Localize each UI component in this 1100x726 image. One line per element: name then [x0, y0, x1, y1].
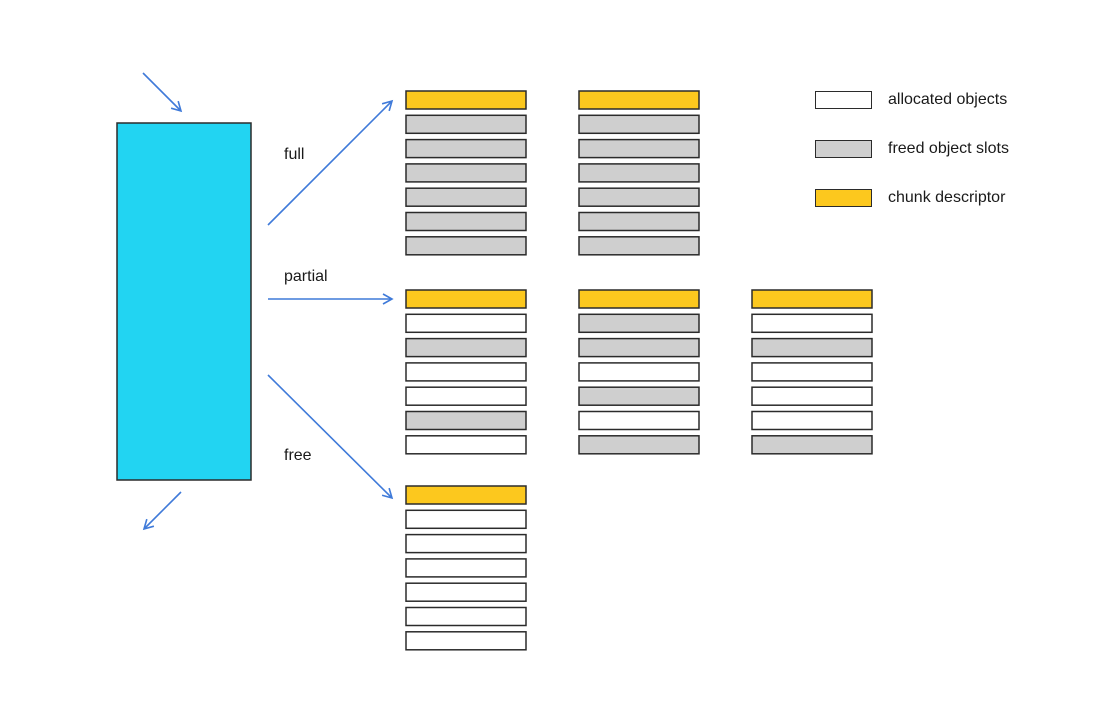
allocated-object-slot [751, 386, 873, 406]
full-chunk-2 [578, 90, 700, 256]
chunk-descriptor [405, 289, 527, 309]
freed-object-slot [578, 337, 700, 358]
chunk-descriptor [405, 485, 527, 505]
chunk-descriptor [578, 289, 700, 309]
freed-object-slot [578, 313, 700, 334]
partial-list-label: partial [284, 268, 328, 285]
freed-object-slot [405, 410, 527, 431]
partial-chunk-1 [405, 289, 527, 455]
chunk-descriptor [751, 289, 873, 309]
freed-object-slot [578, 138, 700, 159]
legend-descriptor-swatch [815, 189, 872, 207]
freed-object-slot [405, 211, 527, 232]
partial-chunk-2 [578, 289, 700, 455]
legend-allocated-label: allocated objects [888, 91, 1008, 108]
free-list-label: free [284, 447, 312, 464]
freed-object-slot [578, 114, 700, 135]
full-list-label: full [284, 146, 305, 163]
incoming-arrow [142, 72, 183, 113]
legend-freed-label: freed object slots [888, 140, 1009, 157]
freed-object-slot [405, 114, 527, 135]
freed-object-slot [405, 163, 527, 183]
outgoing-arrow [142, 491, 182, 531]
allocated-object-slot [405, 533, 527, 554]
freed-object-slot [405, 187, 527, 207]
chunk-columns [405, 90, 873, 651]
freed-object-slot [405, 337, 527, 358]
freed-object-slot [578, 211, 700, 232]
allocated-object-slot [751, 313, 873, 334]
freed-object-slot [405, 236, 527, 256]
freed-object-slot [751, 435, 873, 455]
full-chunk-1 [405, 90, 527, 256]
chunk-descriptor [405, 90, 527, 110]
allocated-object-slot [405, 313, 527, 334]
freed-object-slot [578, 386, 700, 406]
freed-object-slot [578, 163, 700, 183]
partial-chunk-3 [751, 289, 873, 455]
allocated-object-slot [405, 558, 527, 578]
slab-cache-block [116, 122, 252, 481]
freed-object-slot [578, 236, 700, 256]
free-chunk-1 [405, 485, 527, 651]
allocated-object-slot [751, 362, 873, 382]
allocated-object-slot [405, 631, 527, 651]
allocated-object-slot [578, 410, 700, 431]
chunk-descriptor [578, 90, 700, 110]
free-list-arrow [267, 374, 394, 500]
allocated-object-slot [405, 435, 527, 455]
allocated-object-slot [405, 362, 527, 382]
freed-object-slot [405, 138, 527, 159]
allocated-object-slot [405, 606, 527, 627]
allocated-object-slot [405, 509, 527, 530]
full-list-arrow [267, 99, 394, 226]
freed-object-slot [578, 435, 700, 455]
legend-freed-swatch [815, 140, 872, 158]
allocated-object-slot [405, 582, 527, 602]
allocated-object-slot [405, 386, 527, 406]
allocated-object-slot [578, 362, 700, 382]
legend-descriptor-label: chunk descriptor [888, 189, 1006, 206]
freed-object-slot [751, 337, 873, 358]
legend-allocated-swatch [815, 91, 872, 109]
freed-object-slot [578, 187, 700, 207]
allocated-object-slot [751, 410, 873, 431]
